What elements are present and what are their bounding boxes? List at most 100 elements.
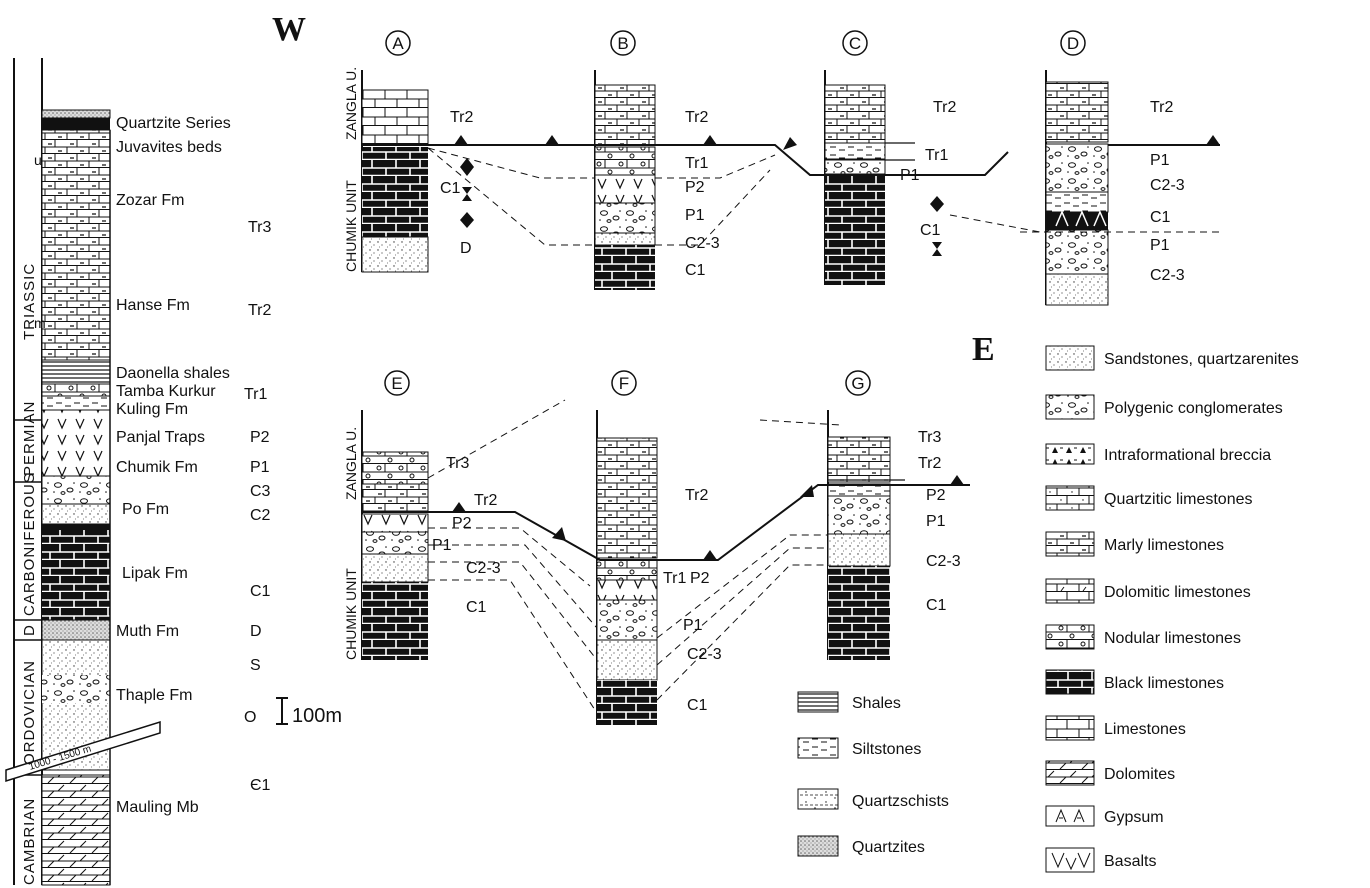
layer-label: Tr3 bbox=[446, 455, 470, 472]
layer-label: Tr1 bbox=[685, 155, 709, 172]
section-c: C Tr2 Tr1 P1 C1 bbox=[824, 30, 957, 285]
age-label: C2 bbox=[250, 507, 271, 524]
formation-name: Quartzite Series bbox=[116, 115, 231, 132]
age-label: Tr1 bbox=[244, 386, 268, 403]
legend-right: Sandstones, quartzarenites Polygenic con… bbox=[1045, 345, 1299, 873]
svg-text:Siltstones: Siltstones bbox=[852, 741, 921, 758]
formation-name: Chumik Fm bbox=[116, 459, 198, 476]
legend-left: Shales Siltstones Quartzschists Quartzit… bbox=[797, 691, 949, 857]
layer-label: Tr2 bbox=[685, 487, 709, 504]
unit-label-zangla: ZANGLA U. bbox=[343, 427, 359, 500]
unit-label-zangla: ZANGLA U. bbox=[343, 67, 359, 140]
legend-item: Dolomites bbox=[1045, 760, 1175, 786]
legend-item: Basalts bbox=[1045, 847, 1156, 873]
period-carboniferous: CARBONIFEROUS bbox=[21, 472, 38, 616]
unit-label-chumik: CHUMIK UNIT bbox=[343, 568, 359, 660]
legend-item: Siltstones bbox=[797, 737, 921, 759]
layer-label: C1 bbox=[1150, 209, 1171, 226]
section-b: B Tr2 Tr1 P2 P1 C2-3 C1 bbox=[594, 30, 720, 290]
formation-name: Thaple Fm bbox=[116, 687, 192, 704]
legend-item: Quartzschists bbox=[797, 788, 949, 810]
period-cambrian: CAMBRIAN bbox=[21, 798, 38, 885]
layer-label: C1 bbox=[685, 262, 706, 279]
legend-item: Black limestones bbox=[1045, 669, 1224, 695]
layer-label: C2-3 bbox=[687, 646, 722, 663]
mark-u: u bbox=[34, 152, 42, 168]
svg-text:Black limestones: Black limestones bbox=[1104, 675, 1224, 692]
formation-name: Panjal Traps bbox=[116, 429, 205, 446]
layer-label: Tr2 bbox=[933, 99, 957, 116]
section-letter: F bbox=[619, 374, 629, 393]
period-ordovician: ORDOVICIAN bbox=[21, 660, 38, 765]
layer-label: Tr2 bbox=[1150, 99, 1174, 116]
layer-label: Tr2 bbox=[474, 492, 498, 509]
legend-item: Dolomitic limestones bbox=[1045, 578, 1251, 604]
age-label: S bbox=[250, 657, 261, 674]
section-e: E ZANGLA U. CHUMIK UNIT Tr3 Tr2 P2 P1 C2… bbox=[343, 370, 501, 660]
layer-label: Tr2 bbox=[450, 109, 474, 126]
layer-label: P1 bbox=[1150, 237, 1170, 254]
svg-text:Marly limestones: Marly limestones bbox=[1104, 537, 1224, 554]
layer-label: P2 bbox=[452, 515, 472, 532]
formation-name: Mauling Mb bbox=[116, 799, 199, 816]
layer-label: P1 bbox=[926, 513, 946, 530]
heading-west: W bbox=[272, 11, 306, 48]
formation-labels: Quartzite Series Juvavites beds Zozar Fm… bbox=[116, 115, 231, 816]
period-devonian: D bbox=[21, 624, 38, 636]
layer-label: C1 bbox=[687, 697, 708, 714]
layer-label: P1 bbox=[683, 617, 703, 634]
section-letter: C bbox=[849, 34, 861, 53]
formation-name: Juvavites beds bbox=[116, 139, 222, 156]
age-label: Tr3 bbox=[248, 219, 272, 236]
scale-bar-label: 100m bbox=[292, 705, 342, 727]
mark-m: m bbox=[34, 315, 46, 331]
formation-name: Po Fm bbox=[122, 501, 169, 518]
legend-item: Polygenic conglomerates bbox=[1045, 394, 1283, 420]
age-label: C1 bbox=[250, 583, 271, 600]
svg-text:Intraformational breccia: Intraformational breccia bbox=[1104, 447, 1271, 464]
period-triassic: TRIASSIC bbox=[21, 263, 38, 340]
layer-label: C1 bbox=[440, 180, 461, 197]
section-letter: B bbox=[617, 34, 628, 53]
layer-label: C2-3 bbox=[685, 235, 720, 252]
scale-bar: 100m bbox=[276, 697, 342, 727]
svg-text:Basalts: Basalts bbox=[1104, 853, 1156, 870]
heading-east: E bbox=[972, 331, 995, 368]
svg-text:Quartzschists: Quartzschists bbox=[852, 793, 949, 810]
legend-item: Quartzitic limestones bbox=[1045, 485, 1253, 511]
svg-text:Dolomitic limestones: Dolomitic limestones bbox=[1104, 584, 1251, 601]
svg-text:Quartzitic limestones: Quartzitic limestones bbox=[1104, 491, 1253, 508]
layer-label: P2 bbox=[926, 487, 946, 504]
legend-item: Quartzites bbox=[797, 835, 925, 857]
svg-text:Shales: Shales bbox=[852, 695, 901, 712]
layer-label: Tr2 bbox=[685, 109, 709, 126]
reference-column: 1000 - 1500 m bbox=[5, 58, 161, 886]
formation-name: Tamba Kurkur bbox=[116, 383, 216, 400]
age-label: Є1 bbox=[250, 777, 271, 794]
layer-label: C2-3 bbox=[1150, 267, 1185, 284]
svg-text:Quartzites: Quartzites bbox=[852, 839, 925, 856]
svg-text:Dolomites: Dolomites bbox=[1104, 766, 1175, 783]
section-letter: A bbox=[392, 34, 404, 53]
layer-label: P2 bbox=[685, 179, 705, 196]
layer-label: C2-3 bbox=[1150, 177, 1185, 194]
layer-label: P1 bbox=[685, 207, 705, 224]
layer-label: C1 bbox=[926, 597, 947, 614]
thrust-teeth-top bbox=[454, 135, 1220, 150]
layer-label: Tr3 bbox=[918, 429, 942, 446]
layer-label: Tr2 bbox=[918, 455, 942, 472]
svg-text:Limestones: Limestones bbox=[1104, 721, 1186, 738]
section-d: D Tr2 P1 C2-3 C1 P1 C2-3 bbox=[1045, 30, 1185, 306]
layer-label: C2-3 bbox=[926, 553, 961, 570]
svg-text:Sandstones, quartzarenites: Sandstones, quartzarenites bbox=[1104, 351, 1299, 368]
period-permian: PERMIAN bbox=[21, 401, 38, 476]
age-label: C3 bbox=[250, 483, 271, 500]
age-labels: Tr3 Tr2 Tr1 P2 P1 C3 C2 C1 D S O Є1 bbox=[244, 219, 272, 794]
layer-label: C1 bbox=[466, 599, 487, 616]
legend-item: Shales bbox=[797, 691, 901, 713]
layer-label: C1 bbox=[920, 222, 941, 239]
legend-item: Limestones bbox=[1045, 715, 1186, 741]
formation-name: Daonella shales bbox=[116, 365, 230, 382]
layer-label: D bbox=[460, 240, 472, 257]
